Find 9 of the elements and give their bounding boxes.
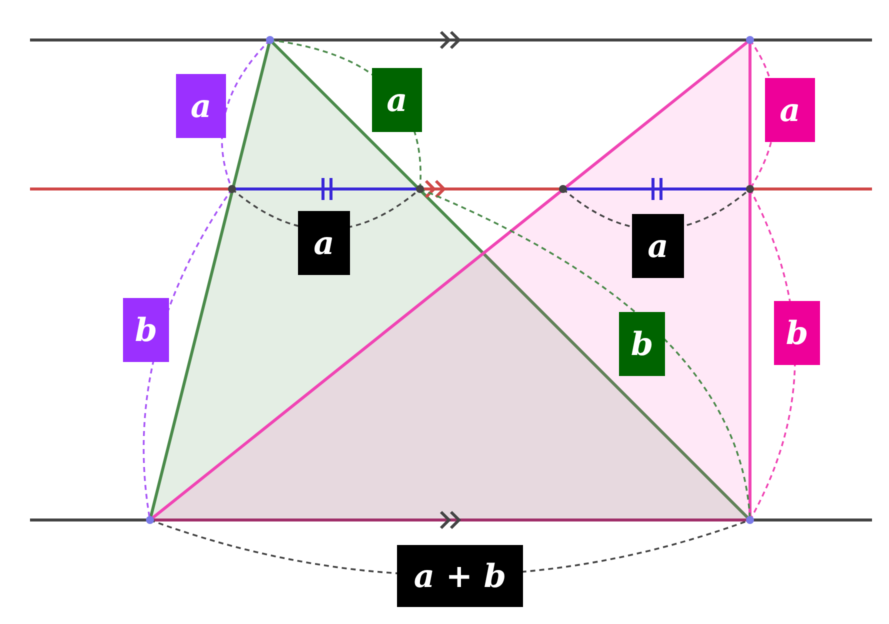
- label-box: a: [632, 214, 684, 278]
- label-box: a: [765, 78, 815, 142]
- label-box: b: [619, 312, 665, 376]
- label-box: b: [123, 298, 169, 362]
- label-box: b: [774, 301, 820, 365]
- label-box: a + b: [397, 545, 523, 607]
- label-box: a: [176, 74, 226, 138]
- label-box: a: [298, 211, 350, 275]
- label-box: a: [372, 68, 422, 132]
